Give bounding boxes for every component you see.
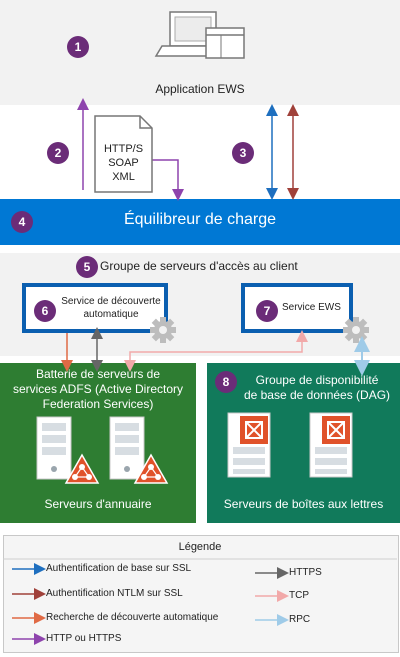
legend-title: Légende xyxy=(178,541,222,553)
legend-label-ntlm-ssl: Authentification NTLM sur SSL xyxy=(46,588,183,599)
protocol-doc-line-3: XML xyxy=(112,171,135,183)
step-badge-3: 3 xyxy=(232,142,254,164)
gear-icon xyxy=(150,317,176,343)
tcp-arrow xyxy=(124,330,308,372)
step-badge-5: 5 xyxy=(76,256,98,278)
adfs-farm-box xyxy=(0,363,196,523)
network-warning-icon xyxy=(64,453,100,484)
adfs-title-line-3: Federation Services) xyxy=(42,397,154,411)
mailbox-server-icon xyxy=(309,412,353,478)
adfs-title-line-1: Batterie de serveurs de xyxy=(35,367,161,381)
protocol-doc-line-1: HTTP/S xyxy=(103,143,144,155)
protocol-doc-line-2: SOAP xyxy=(108,157,139,169)
legend-label-basic-ssl: Authentification de base sur SSL xyxy=(46,563,192,574)
step-badge-6: 6 xyxy=(34,300,56,322)
cas-title: Groupe de serveurs d'accès au client xyxy=(100,259,298,273)
directory-server-icon xyxy=(36,416,72,480)
http-arrow-down xyxy=(150,159,184,201)
legend-label-tcp: TCP xyxy=(289,590,309,601)
step-badge-1: 1 xyxy=(67,36,89,58)
step-badge-2: 2 xyxy=(47,142,69,164)
load-balancer-band xyxy=(0,199,400,245)
legend-label-rpc: RPC xyxy=(289,614,311,625)
document-icon xyxy=(94,115,153,193)
application-window-icon xyxy=(205,27,245,59)
adfs-footer: Serveurs d'annuaire xyxy=(44,497,152,511)
ews-service-label: Service EWS xyxy=(282,302,341,313)
legend-box xyxy=(3,535,399,653)
gear-icon xyxy=(343,317,369,343)
legend-label-https: HTTPS xyxy=(289,567,322,578)
step-badge-4: 4 xyxy=(11,211,33,233)
network-warning-icon xyxy=(133,453,169,484)
autodiscover-service-line-2: automatique xyxy=(83,309,139,320)
autodiscover-service-line-1: Service de découverte xyxy=(61,296,161,307)
directory-server-icon xyxy=(109,416,145,480)
step-badge-8: 8 xyxy=(215,371,237,393)
step-badge-7: 7 xyxy=(256,300,278,322)
client-app-label: Application EWS xyxy=(155,82,245,96)
mailbox-server-icon xyxy=(227,412,271,478)
dag-title-line-2: de base de données (DAG) xyxy=(243,388,391,402)
load-balancer-label: Équilibreur de charge xyxy=(123,211,277,228)
adfs-title-line-2: services ADFS (Active Directory xyxy=(12,382,184,396)
legend-label-autodiscover: Recherche de découverte automatique xyxy=(46,612,219,623)
dag-title-line-1: Groupe de disponibilité xyxy=(255,373,379,387)
legend-label-http: HTTP ou HTTPS xyxy=(46,633,122,644)
dag-footer: Serveurs de boîtes aux lettres xyxy=(223,497,384,511)
ews-service-box xyxy=(241,283,353,333)
